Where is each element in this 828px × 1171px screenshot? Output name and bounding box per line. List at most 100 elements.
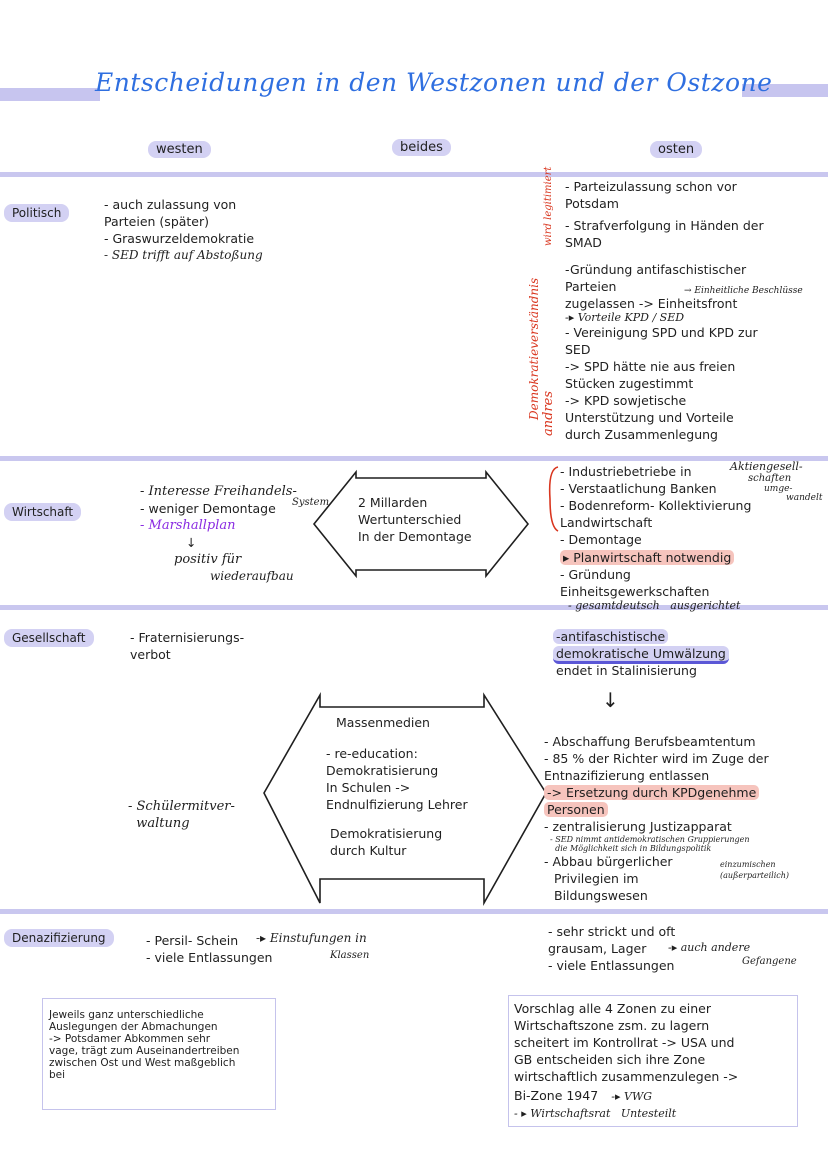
note-left-line: -> Potsdamer Abkommen sehr bbox=[49, 1033, 211, 1045]
politisch-west-line: - auch zulassung von bbox=[104, 197, 237, 212]
note-left-line: bei bbox=[49, 1069, 66, 1081]
politisch-east-line: SMAD bbox=[565, 235, 602, 250]
gesellschaft-east-arrow: ↓ bbox=[602, 688, 619, 712]
wirtschaft-double-arrow bbox=[312, 469, 530, 579]
gesellschaft-east-small-note-2: einzumischen (außerparteilich) bbox=[720, 860, 790, 880]
gesellschaft-west-line: verbot bbox=[130, 647, 171, 662]
wirtschaft-both-line: Wertunterschied bbox=[358, 512, 462, 527]
politisch-east-handwritten-note: → Einheitliche Beschlüsse bbox=[684, 286, 803, 296]
wirtschaft-both-line: In der Demontage bbox=[358, 529, 472, 544]
denazifizierung-west-handwritten: -▸ Einstufungen in bbox=[256, 931, 367, 945]
wirtschaft-east-handwritten: - gesamtdeutsch ausgerichtet bbox=[568, 599, 741, 612]
wirtschaft-east-handwritten-ag: Aktiengesell- bbox=[730, 460, 803, 473]
gesellschaft-east-line: Entnazifizierung entlassen bbox=[544, 768, 710, 783]
page-title: Entscheidungen in den Westzonen und der … bbox=[95, 68, 773, 97]
denazifizierung-east-line: grausam, Lager bbox=[548, 941, 647, 956]
divider-gesellschaft-denazifizierung bbox=[0, 909, 828, 914]
wirtschaft-west: - Interesse Freihandels- - weniger Demon… bbox=[140, 483, 297, 585]
gesellschaft-both-2: Demokratisierung durch Kultur bbox=[330, 825, 442, 859]
gesellschaft-both-line: - re-education: bbox=[326, 746, 418, 761]
divider-top bbox=[0, 172, 828, 177]
gesellschaft-double-arrow bbox=[263, 691, 547, 907]
denazifizierung-west: - Persil- Schein - viele Entlassungen bbox=[146, 932, 272, 966]
wirtschaft-east-handwritten-ag3: umge- bbox=[764, 484, 793, 494]
wirtschaft-west-handwritten: - Interesse Freihandels- bbox=[140, 484, 297, 499]
note-box-left: Jeweils ganz unterschiedliche Auslegunge… bbox=[42, 998, 276, 1110]
column-header-west: westen bbox=[148, 141, 211, 158]
politisch-east-line: durch Zusammenlegung bbox=[565, 427, 718, 442]
gesellschaft-east-top: -antifaschistische demokratische Umwälzu… bbox=[553, 628, 729, 679]
row-label-politisch: Politisch bbox=[4, 204, 70, 222]
wirtschaft-west-arrow: ↓ bbox=[186, 535, 197, 550]
note-right-handwritten: - ▸ Wirtschaftsrat Untesteilt bbox=[514, 1107, 677, 1120]
wirtschaft-east-line: - Bodenreform- Kollektivierung bbox=[560, 498, 752, 513]
wirtschaft-east-line: - Verstaatlichung Banken bbox=[560, 481, 717, 496]
divider-wirtschaft-gesellschaft bbox=[0, 605, 828, 610]
title-band-right bbox=[742, 84, 828, 97]
gesellschaft-both-line: Demokratisierung bbox=[330, 826, 443, 841]
note-left-line: Jeweils ganz unterschiedliche bbox=[49, 1009, 204, 1021]
gesellschaft-east: - Abschaffung Berufsbeamtentum - 85 % de… bbox=[544, 733, 769, 904]
gesellschaft-both-line: Endnulfizierung Lehrer bbox=[326, 797, 468, 812]
denazifizierung-west-handwritten-2: Klassen bbox=[330, 950, 370, 961]
politisch-east-side-note-3: andres bbox=[541, 390, 556, 436]
politisch-east-handwritten: -▸ Vorteile KPD / SED bbox=[565, 311, 685, 324]
denazifizierung-east-line: - viele Entlassungen bbox=[548, 958, 675, 973]
note-left-line: Auslegungen der Abmachungen bbox=[49, 1021, 218, 1033]
gesellschaft-east-highlight-red: Personen bbox=[544, 802, 608, 817]
note-right-line: Bi-Zone 1947 bbox=[514, 1088, 599, 1103]
row-label-denazifizierung: Denazifizierung bbox=[4, 929, 114, 947]
gesellschaft-east-small-note: - SED nimmt antidemokratischen Gruppieru… bbox=[550, 835, 750, 853]
gesellschaft-east-line: Bildungswesen bbox=[554, 888, 648, 903]
denazifizierung-east-handwritten: -▸ auch andere bbox=[668, 941, 751, 954]
wirtschaft-east-line: - Industriebetriebe in bbox=[560, 464, 692, 479]
wirtschaft-east-bracket bbox=[548, 466, 559, 532]
politisch-west-handwritten: - SED trifft auf Abstoßung bbox=[104, 248, 263, 262]
politisch-east-side-note-2: wird legitimiert bbox=[543, 166, 554, 246]
politisch-east-line: Parteien bbox=[565, 279, 617, 294]
denazifizierung-east: - sehr strickt und oft grausam, Lager - … bbox=[548, 923, 675, 974]
note-box-right: Vorschlag alle 4 Zonen zu einer Wirtscha… bbox=[508, 995, 798, 1127]
wirtschaft-east: - Industriebetriebe in - Verstaatlichung… bbox=[560, 463, 751, 612]
note-right-line: GB entscheiden sich ihre Zone bbox=[514, 1052, 706, 1067]
denazifizierung-east-line: - sehr strickt und oft bbox=[548, 924, 676, 939]
wirtschaft-east-line: Landwirtschaft bbox=[560, 515, 653, 530]
gesellschaft-both-line: durch Kultur bbox=[330, 843, 407, 858]
gesellschaft-both: - re-education: Demokratisierung In Schu… bbox=[326, 745, 468, 813]
gesellschaft-east-line: Privilegien im bbox=[554, 871, 639, 886]
gesellschaft-east-line: - Abbau bürgerlicher bbox=[544, 854, 673, 869]
wirtschaft-both-line: 2 Millarden bbox=[358, 495, 428, 510]
wirtschaft-both: 2 Millarden Wertunterschied In der Demon… bbox=[358, 494, 472, 545]
politisch-west-line: Parteien (später) bbox=[104, 214, 210, 229]
politisch-east-line: -Gründung antifaschistischer bbox=[565, 262, 747, 277]
wirtschaft-east-highlight: ▸ Planwirtschaft notwendig bbox=[560, 550, 735, 565]
gesellschaft-east-line: endet in Stalinisierung bbox=[556, 663, 697, 678]
wirtschaft-east-line: - Gründung bbox=[560, 567, 631, 582]
wirtschaft-west-marshallplan: - Marshallplan bbox=[140, 518, 236, 533]
gesellschaft-east-highlight: -antifaschistische bbox=[553, 629, 669, 644]
row-label-wirtschaft: Wirtschaft bbox=[4, 503, 82, 521]
politisch-west: - auch zulassung von Parteien (später) -… bbox=[104, 196, 263, 264]
note-left-line: vage, trägt zum Auseinandertreiben bbox=[49, 1045, 240, 1057]
note-right-line: Vorschlag alle 4 Zonen zu einer bbox=[514, 1001, 712, 1016]
column-header-both: beides bbox=[392, 139, 451, 156]
row-label-gesellschaft: Gesellschaft bbox=[4, 629, 94, 647]
wirtschaft-east-handwritten-ag2: schaften bbox=[748, 473, 792, 484]
politisch-east-line: - Parteizulassung schon vor bbox=[565, 179, 737, 194]
note-right-line: wirtschaftlich zusammenzulegen -> bbox=[514, 1069, 739, 1084]
gesellschaft-west-line: - Fraternisierungs- bbox=[130, 630, 245, 645]
gesellschaft-west-handwritten: - Schülermitver- waltung bbox=[128, 799, 235, 831]
politisch-east-line: - Strafverfolgung in Händen der bbox=[565, 218, 764, 233]
politisch-east-line: SED bbox=[565, 342, 591, 357]
denazifizierung-west-line: - Persil- Schein bbox=[146, 933, 239, 948]
gesellschaft-east-highlight: demokratische Umwälzung bbox=[553, 646, 729, 664]
wirtschaft-east-line: - Demontage bbox=[560, 532, 642, 547]
politisch-east-line: Unterstützung und Vorteile bbox=[565, 410, 734, 425]
wirtschaft-east-handwritten-ag4: wandelt bbox=[786, 493, 823, 503]
note-right-line: scheitert im Kontrollrat -> USA und bbox=[514, 1035, 735, 1050]
politisch-east-line: Stücken zugestimmt bbox=[565, 376, 694, 391]
gesellschaft-east-line: - zentralisierung Justizapparat bbox=[544, 819, 732, 834]
gesellschaft-east-line: - Abschaffung Berufsbeamtentum bbox=[544, 734, 756, 749]
note-left-line: zwischen Ost und West maßgeblich bbox=[49, 1057, 236, 1069]
denazifizierung-west-line: - viele Entlassungen bbox=[146, 950, 273, 965]
